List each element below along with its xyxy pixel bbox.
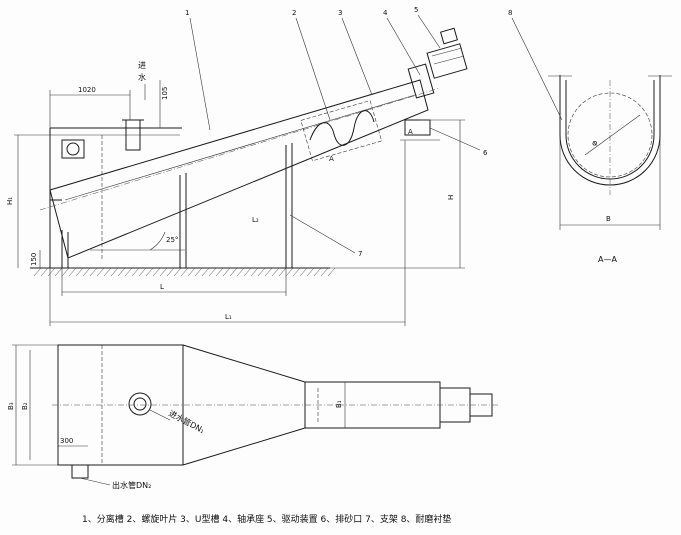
callout-3: 3 [338, 9, 342, 17]
outlet-pipe-label: 出水管DN₂ [112, 480, 151, 490]
dim-h: H [447, 195, 455, 200]
hatch-stroke [243, 267, 252, 277]
hatch-stroke [320, 267, 329, 277]
hatch-stroke [110, 267, 119, 277]
callout-2: 2 [292, 9, 296, 17]
dim-300: 300 [60, 437, 73, 445]
dim-b2: B₂ [21, 402, 29, 410]
angle-label: 25° [166, 236, 178, 244]
outlet-pipe-circle [66, 142, 80, 156]
hatch-stroke [313, 267, 322, 277]
hatch-stroke [152, 267, 161, 277]
dim-105: 105 [161, 87, 169, 100]
hatch-stroke [187, 267, 196, 277]
dim-1020: 1020 [78, 86, 96, 94]
hatch-stroke [159, 267, 168, 277]
section-a-a: Φ B A—A [548, 75, 672, 264]
inlet-label-2: 水 [138, 72, 146, 82]
plan-bearing [439, 387, 471, 423]
hatch-stroke [215, 267, 224, 277]
plan-outlet-pipe [71, 465, 89, 479]
screw-section-box [300, 100, 383, 162]
hatch-stroke [208, 267, 217, 277]
inlet-pipe-label: 进水管DN₁ [167, 408, 206, 435]
hatch-stroke [299, 267, 308, 277]
hatch-stroke [33, 267, 42, 277]
plan-inlet-flange [128, 392, 152, 416]
section-marker-a: A [329, 155, 334, 163]
side-elevation: 25° L₂ 1020 105 进 水 H₁ 150 H A A L [6, 27, 468, 326]
hatch-stroke [285, 267, 294, 277]
callout-6: 6 [483, 149, 488, 157]
hatch-stroke [124, 267, 133, 277]
dim-l: L [160, 283, 164, 291]
drive-motor [426, 43, 468, 79]
parts-legend: 1、分离槽 2、螺旋叶片 3、U型槽 4、轴承座 5、驱动装置 6、排砂口 7、… [82, 513, 451, 525]
ground-hatching [33, 267, 336, 277]
callout-1: 1 [185, 9, 189, 17]
plan-view: 进水管DN₁ 出水管DN₂ B₃ B₂ 300 B₁ [7, 344, 500, 490]
inclined-u-trough [49, 79, 429, 259]
hatch-stroke [229, 267, 238, 277]
hatch-stroke [138, 267, 147, 277]
inlet-label-1: 进 [138, 61, 146, 70]
separation-tank [49, 127, 182, 268]
hatch-stroke [222, 267, 231, 277]
hatch-stroke [271, 267, 280, 277]
hatch-stroke [89, 267, 98, 277]
hatch-stroke [166, 267, 175, 277]
dim-l1: L₁ [225, 313, 232, 321]
dim-b1: B₁ [335, 400, 343, 408]
callout-8: 8 [508, 9, 512, 17]
dim-h1: H₁ [6, 197, 14, 205]
hatch-stroke [173, 267, 182, 277]
callout-4: 4 [383, 9, 388, 17]
l2-label: L₂ [252, 216, 259, 224]
bearing-seat [407, 63, 435, 99]
callouts: 1 2 3 4 5 6 7 8 [185, 6, 563, 258]
hatch-stroke [47, 267, 56, 277]
dim-150: 150 [30, 253, 38, 266]
hatch-stroke [264, 267, 273, 277]
hatch-stroke [327, 267, 336, 277]
hatch-stroke [96, 267, 105, 277]
tank-outlet-box [61, 139, 85, 159]
hatch-stroke [54, 267, 63, 277]
hatch-stroke [278, 267, 287, 277]
hatch-stroke [236, 267, 245, 277]
hatch-stroke [194, 267, 203, 277]
hatch-stroke [306, 267, 315, 277]
hatch-stroke [257, 267, 266, 277]
hatch-stroke [131, 267, 140, 277]
hatch-stroke [61, 267, 70, 277]
outlet-dim-a: A [408, 128, 413, 136]
section-title: A—A [598, 255, 617, 264]
trough-centerline [39, 87, 441, 211]
hatch-stroke [117, 267, 126, 277]
dim-b3: B₃ [7, 402, 15, 410]
screw-blade [309, 110, 375, 146]
dim-phi: Φ [591, 139, 601, 149]
hatch-stroke [145, 267, 154, 277]
hatch-stroke [180, 267, 189, 277]
hatch-stroke [82, 267, 91, 277]
hatch-stroke [201, 267, 210, 277]
hatch-stroke [68, 267, 77, 277]
hatch-stroke [40, 267, 49, 277]
motor-cap [439, 27, 459, 45]
screw-envelope [567, 92, 653, 178]
hatch-stroke [250, 267, 259, 277]
dim-b: B [606, 215, 611, 223]
callout-7: 7 [358, 250, 362, 258]
callout-5: 5 [414, 6, 418, 14]
hatch-stroke [292, 267, 301, 277]
hatch-stroke [75, 267, 84, 277]
angle-arc [149, 231, 166, 251]
hatch-stroke [103, 267, 112, 277]
